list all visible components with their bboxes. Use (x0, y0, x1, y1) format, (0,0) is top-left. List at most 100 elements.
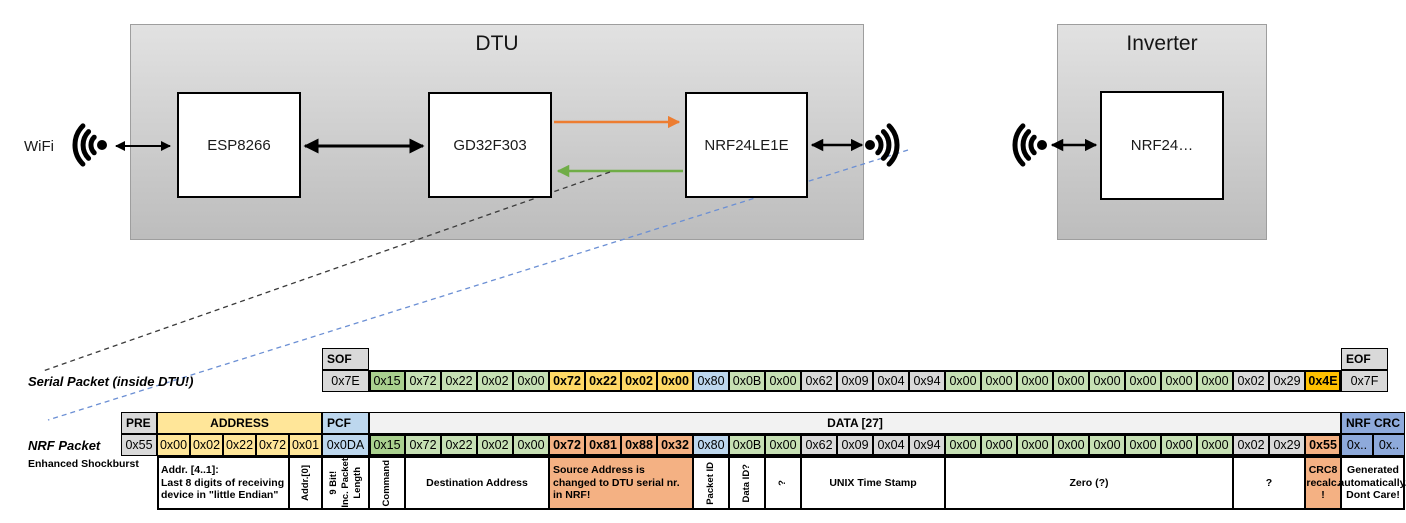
data-header: DATA [27] (369, 412, 1341, 434)
nrf-byte-cell: 0x55 (1305, 434, 1341, 456)
serial-byte-cell: 0x22 (441, 370, 477, 392)
serial-byte-cell: 0x00 (1125, 370, 1161, 392)
pcf-value-cell: 0x0DA (322, 434, 369, 456)
nrf-byte-cell: 0x00 (1017, 434, 1053, 456)
wifi-label: WiFi (24, 138, 54, 155)
annotation-cell: UNIX Time Stamp (801, 456, 945, 510)
sof-header: SOF (322, 348, 369, 370)
serial-byte-cell: 0x15 (369, 370, 405, 392)
nrf-byte-cell: 0x00 (945, 434, 981, 456)
dtu-title: DTU (475, 32, 519, 55)
serial-byte-cell: 0x00 (657, 370, 693, 392)
chip-inverter-nrf24: NRF24… (1100, 91, 1224, 200)
address-header: ADDRESS (157, 412, 322, 434)
nrf-byte-cell: 0x00 (1161, 434, 1197, 456)
serial-byte-cell: 0x02 (477, 370, 513, 392)
serial-byte-cell: 0x0B (729, 370, 765, 392)
serial-byte-cell: 0x22 (585, 370, 621, 392)
nrf-byte-cell: 0x02 (477, 434, 513, 456)
annotation-cell: Source Address is changed to DTU serial … (549, 456, 693, 510)
serial-byte-cell: 0x00 (981, 370, 1017, 392)
sof-value-cell: 0x7E (322, 370, 369, 392)
serial-packet-label: Serial Packet (inside DTU!) (28, 373, 194, 389)
serial-byte-cell: 0x00 (1197, 370, 1233, 392)
wifi-signal-icon (862, 123, 908, 167)
annotation-vertical-text: Packet ID (705, 461, 717, 505)
annotation-cell: Command (369, 456, 405, 510)
nrf-byte-cell: 0x94 (909, 434, 945, 456)
serial-byte-cell: 0x00 (1053, 370, 1089, 392)
pcf-header: PCF (322, 412, 369, 434)
annotation-cell: Data ID? (729, 456, 765, 510)
wifi-signal-icon (64, 123, 110, 167)
nrf-byte-cell: 0x81 (585, 434, 621, 456)
nrf-byte-cell: 0x00 (1089, 434, 1125, 456)
pre-header: PRE (121, 412, 157, 434)
nrf-byte-cell: 0x09 (837, 434, 873, 456)
annotation-cell: Zero (?) (945, 456, 1233, 510)
serial-byte-cell: 0x94 (909, 370, 945, 392)
annotation-cell: Addr.[0] (289, 456, 322, 510)
nrf-byte-cell: 0x72 (549, 434, 585, 456)
serial-byte-cell: 0x29 (1269, 370, 1305, 392)
wifi-signal-icon (1004, 123, 1050, 167)
address-byte-cell: 0x72 (256, 434, 289, 456)
nrf-byte-cell: 0x22 (441, 434, 477, 456)
nrf-byte-cell: 0x80 (693, 434, 729, 456)
crc-byte-cell: 0x.. (1341, 434, 1373, 456)
chip-nrf24le1e: NRF24LE1E (685, 92, 808, 198)
serial-byte-cell: 0x72 (405, 370, 441, 392)
chip-gd32f303: GD32F303 (428, 92, 552, 198)
nrf-byte-cell: 0x29 (1269, 434, 1305, 456)
nrf-byte-cell: 0x00 (1197, 434, 1233, 456)
eof-header: EOF (1341, 348, 1388, 370)
nrf-byte-cell: 0x02 (1233, 434, 1269, 456)
nrf-byte-cell: 0x72 (405, 434, 441, 456)
serial-byte-cell: 0x02 (1233, 370, 1269, 392)
annotation-vertical-text: Command (381, 459, 393, 507)
annotation-cell: CRC8 recalc. ! (1305, 456, 1341, 510)
nrf-byte-cell: 0x00 (765, 434, 801, 456)
enhanced-shockburst-label: Enhanced Shockburst (28, 458, 139, 470)
serial-byte-cell: 0x00 (1161, 370, 1197, 392)
address-byte-cell: 0x00 (157, 434, 190, 456)
annotation-vertical-text: 9 Bit! Inc. Packet Length (327, 458, 363, 508)
nrf-byte-cell: 0x0B (729, 434, 765, 456)
annotation-cell: 9 Bit! Inc. Packet Length (322, 456, 369, 510)
nrf-byte-cell: 0x88 (621, 434, 657, 456)
eof-value-cell: 0x7F (1341, 370, 1388, 392)
serial-byte-cell: 0x80 (693, 370, 729, 392)
annotation-vertical-text: Addr.[0] (299, 465, 311, 501)
annotation-vertical-text: ? (777, 480, 789, 486)
nrf-packet-label: NRF Packet (28, 437, 101, 453)
nrf-byte-cell: 0x62 (801, 434, 837, 456)
serial-byte-cell: 0x02 (621, 370, 657, 392)
nrf-byte-cell: 0x00 (513, 434, 549, 456)
nrf-byte-cell: 0x32 (657, 434, 693, 456)
address-byte-cell: 0x02 (190, 434, 223, 456)
annotation-cell: Addr. [4..1]: Last 8 digits of receiving… (157, 456, 289, 510)
inverter-title: Inverter (1126, 32, 1198, 55)
serial-byte-cell: 0x00 (513, 370, 549, 392)
chip-esp8266: ESP8266 (177, 92, 301, 198)
nrf-byte-cell: 0x04 (873, 434, 909, 456)
nrf-crc-header: NRF CRC (1341, 412, 1405, 434)
annotation-cell: ? (1233, 456, 1305, 510)
annotation-cell: Generated automatically. Dont Care! (1338, 456, 1406, 510)
nrf-byte-cell: 0x00 (981, 434, 1017, 456)
nrf-byte-cell: 0x00 (1125, 434, 1161, 456)
nrf-byte-cell: 0x15 (369, 434, 405, 456)
serial-byte-cell: 0x62 (801, 370, 837, 392)
serial-byte-cell: 0x09 (837, 370, 873, 392)
pre-value-cell: 0x55 (121, 434, 157, 456)
annotation-vertical-text: Data ID? (741, 463, 753, 503)
annotation-cell: Packet ID (693, 456, 729, 510)
serial-byte-cell: 0x00 (765, 370, 801, 392)
serial-byte-cell: 0x00 (945, 370, 981, 392)
serial-byte-cell: 0x4E (1305, 370, 1341, 392)
serial-byte-cell: 0x72 (549, 370, 585, 392)
crc-byte-cell: 0x.. (1373, 434, 1405, 456)
serial-byte-cell: 0x00 (1089, 370, 1125, 392)
address-byte-cell: 0x22 (223, 434, 256, 456)
